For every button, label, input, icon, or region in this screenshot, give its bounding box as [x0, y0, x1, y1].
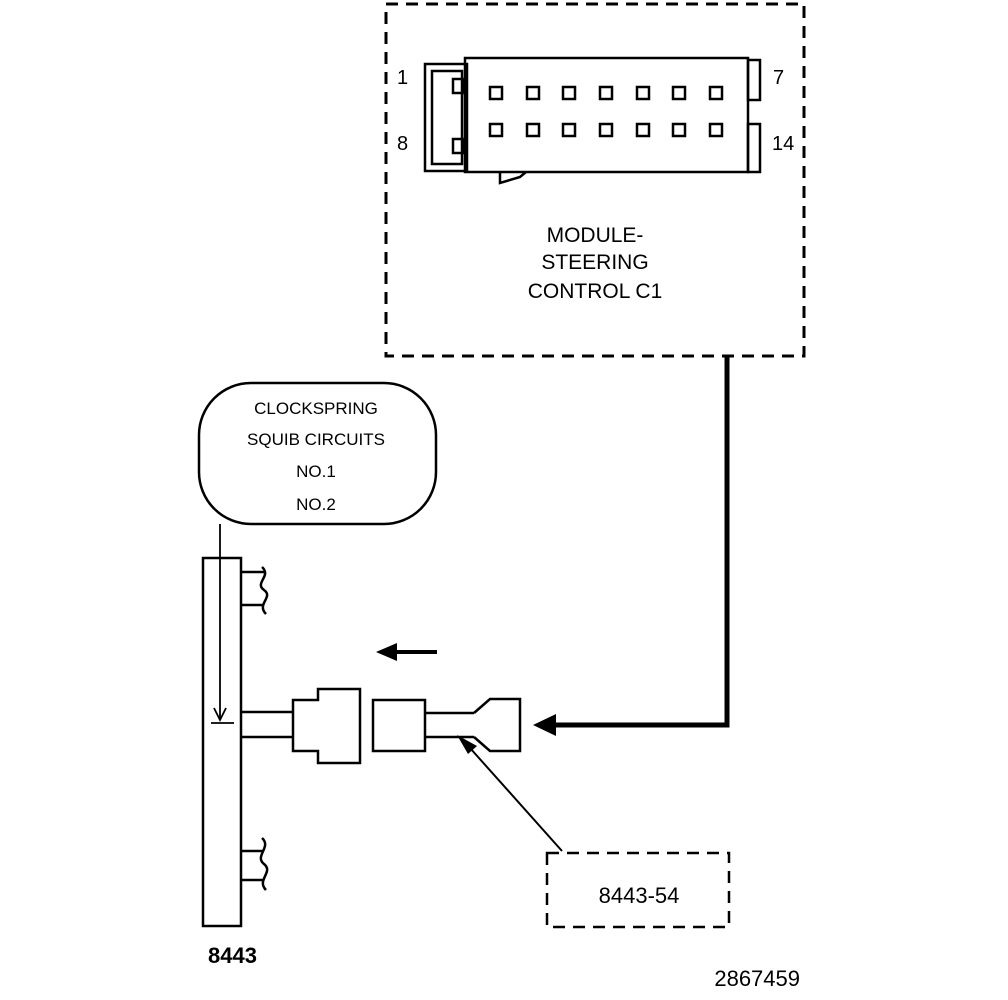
module-steering-control-enclosure: [384, 2, 806, 358]
direction-arrow-left: [376, 643, 437, 661]
adapter-label: 8443-54: [599, 883, 680, 908]
module-label-line1: MODULE-: [547, 224, 644, 247]
pin-label-8: 8: [397, 133, 408, 155]
tool-connector-housing: [241, 687, 362, 765]
module-label-line3: CONTROL C1: [528, 280, 663, 303]
connector-pin-cavities: [488, 85, 724, 138]
connector-c1-face: [423, 56, 762, 185]
clockspring-line4: NO.2: [296, 495, 336, 514]
figure-number: 2867459: [714, 966, 800, 991]
connection-arrowhead: [533, 714, 556, 736]
module-label-line2: STEERING: [541, 251, 648, 274]
tool-8443-label: 8443: [208, 943, 257, 968]
adapter-leader-line: [457, 735, 563, 852]
lower-wire-stub: [241, 837, 269, 891]
module-connection-line: [556, 356, 730, 728]
pin-label-7: 7: [773, 67, 784, 89]
upper-wire-stub: [241, 566, 269, 615]
clockspring-pointer: [211, 524, 234, 724]
clockspring-line3: NO.1: [296, 462, 336, 481]
tool-8443-body: [201, 556, 243, 928]
clockspring-callout: [197, 381, 438, 526]
adapter-label-box: [545, 851, 731, 929]
pin-label-14: 14: [772, 133, 794, 155]
clockspring-line1: CLOCKSPRING: [254, 399, 378, 418]
pin-label-1: 1: [397, 67, 408, 89]
adapter-8443-54: [371, 697, 522, 753]
clockspring-line2: SQUIB CIRCUITS: [247, 430, 385, 449]
